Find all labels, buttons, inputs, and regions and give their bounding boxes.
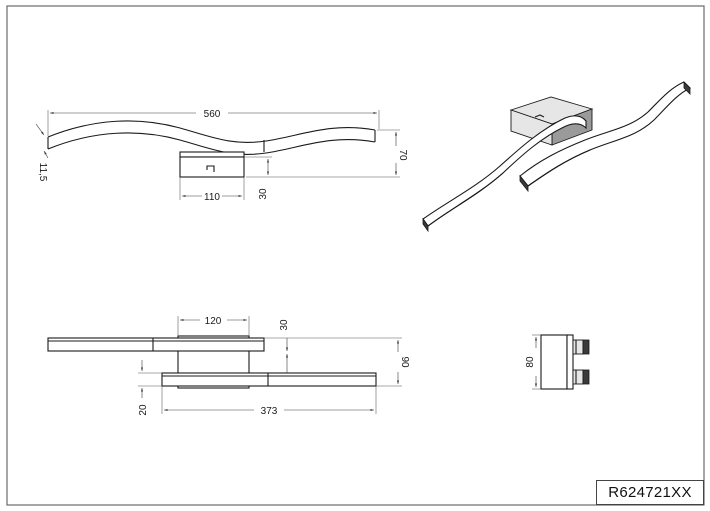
product-code: R624721XX (596, 480, 704, 505)
dim-bar-width: 20 (138, 404, 149, 416)
dim-side-height: 80 (525, 356, 536, 368)
drawing-frame (6, 5, 705, 506)
dim-canopy-width: 110 (204, 192, 220, 203)
dim-height: 70 (397, 149, 408, 161)
side-view: 80 (525, 334, 590, 390)
dim-canopy-depth: 30 (258, 188, 269, 200)
dim-canopy-offset-top: 30 (279, 319, 290, 331)
dim-total-length: 560 (204, 109, 221, 120)
top-view: 120 30 90 20 373 (47, 316, 410, 417)
isometric-view (422, 81, 691, 233)
dim-canopy-length-top: 120 (205, 316, 222, 327)
front-view: 560 70 11,5 110 30 (35, 109, 408, 203)
dim-depth-top: 90 (399, 356, 410, 368)
dim-profile-thickness: 11,5 (37, 163, 48, 182)
dim-bar-length: 373 (261, 406, 278, 417)
